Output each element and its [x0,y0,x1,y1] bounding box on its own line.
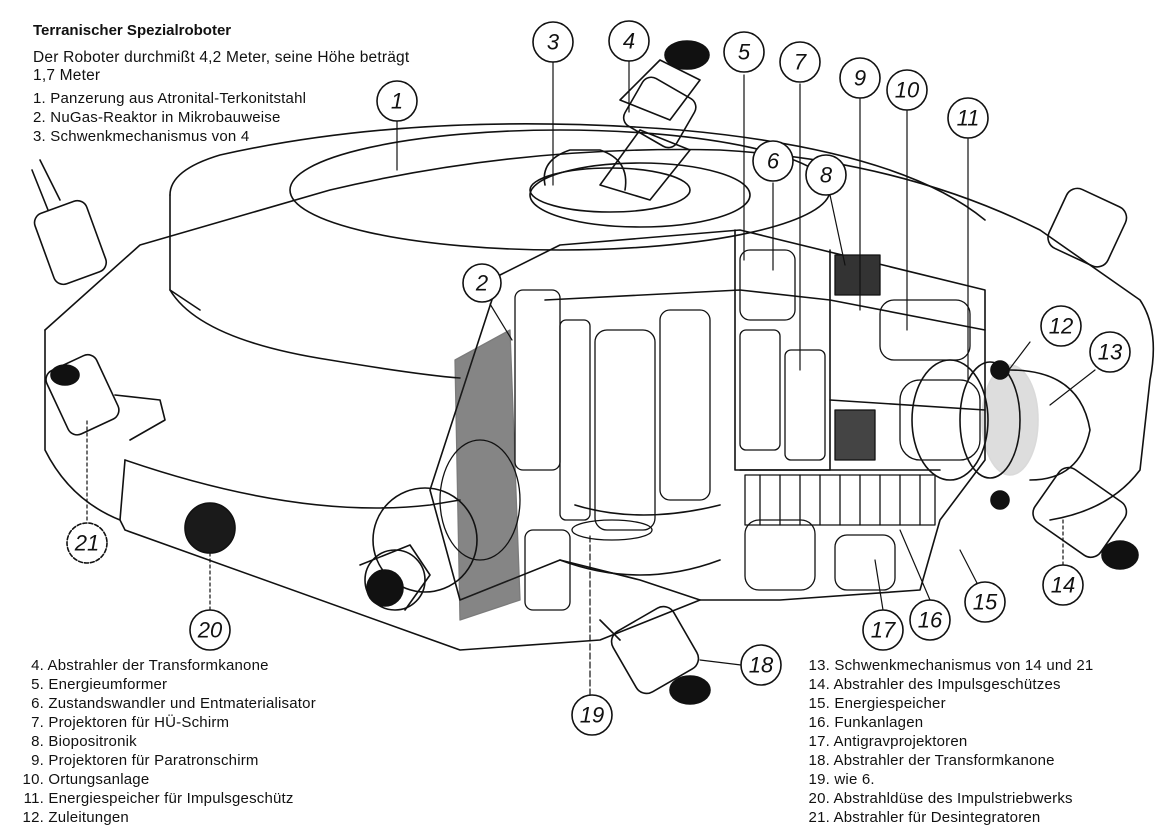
svg-text:12: 12 [1049,314,1073,339]
callout-19: 19 [571,694,613,736]
callout-6: 6 [752,140,794,182]
callout-21: 21 [66,522,108,564]
callout-16: 16 [909,599,951,641]
legend-item: 8. Biopositronik [31,733,137,750]
svg-text:5: 5 [738,40,751,65]
legend-item: 21. Abstrahler für Desintegratoren [808,809,1041,826]
callout-17: 17 [862,609,904,651]
svg-text:11: 11 [957,106,980,131]
svg-text:4: 4 [623,29,635,54]
legend-item: 20. Abstrahldüse des Impulstriebwerks [808,790,1073,807]
legend-item: 17. Antigravprojektoren [808,733,968,750]
callout-14: 14 [1042,564,1084,606]
callout-11: 11 [947,97,989,139]
svg-text:7: 7 [794,50,807,75]
emitter-4 [599,40,710,201]
legend-item: 12. Zuleitungen [22,809,129,826]
emitter-18 [599,605,711,705]
svg-text:2: 2 [475,271,488,296]
emitter-21 [45,353,166,441]
svg-text:17: 17 [871,618,896,643]
legend-item: 10. Ortungsanlage [22,771,150,788]
legend-item: 15. Energiespeicher [808,695,946,712]
legend-item: 19. wie 6. [808,771,875,788]
exhaust-nozzle-20 [184,502,236,554]
legend-item: 2. NuGas-Reaktor in Mikrobauweise [33,109,281,126]
callout-7: 7 [779,41,821,83]
svg-text:6: 6 [767,149,780,174]
svg-text:21: 21 [74,531,99,556]
callout-20: 20 [189,609,231,651]
callout-13: 13 [1089,331,1131,373]
legend-item: 18. Abstrahler der Transformkanone [808,752,1055,769]
svg-text:3: 3 [547,30,560,55]
turret-upper-right [1047,187,1128,268]
legend-item: 6. Zustandswandler und Entmaterialisator [31,695,316,712]
legend-item: 1. Panzerung aus Atronital-Terkonitstahl [33,90,307,107]
emitter-14 [1032,466,1139,570]
callout-5: 5 [723,31,765,73]
legend-item: 13. Schwenkmechanismus von 14 und 21 [808,657,1094,674]
intro-text: Der Roboter durchmißt 4,2 Meter, seine H… [33,49,410,84]
callout-4: 4 [608,20,650,62]
svg-text:13: 13 [1098,340,1123,365]
callout-12: 12 [1040,305,1082,347]
robot-hull [44,123,1155,651]
legend-left: 4. Abstrahler der Transformkanone 5. Ene… [22,656,316,827]
svg-text:16: 16 [918,608,943,633]
legend-item: 4. Abstrahler der Transformkanone [31,657,269,674]
legend-right: 13. Schwenkmechanismus von 14 und 21 14.… [806,656,1094,827]
legend-item: 11. Energiespeicher für Impulsgeschütz [23,790,294,807]
leader-lines [86,59,1096,696]
callout-9: 9 [839,57,881,99]
front-turret [359,487,478,611]
callout-2: 2 [462,263,502,303]
callout-1: 1 [376,80,418,122]
svg-text:14: 14 [1051,573,1075,598]
svg-text:1: 1 [391,89,403,114]
callout-3: 3 [532,21,574,63]
callout-8: 8 [805,154,847,196]
callout-10: 10 [886,69,928,111]
svg-text:10: 10 [895,78,920,103]
svg-text:8: 8 [820,163,833,188]
legend-top: 1. Panzerung aus Atronital-Terkonitstahl… [33,89,306,146]
legend-item: 16. Funkanlagen [808,714,924,731]
legend-item: 9. Projektoren für Paratronschirm [31,752,259,769]
turret-upper-left [31,159,108,286]
callout-15: 15 [964,581,1006,623]
legend-item: 7. Projektoren für HÜ-Schirm [31,714,230,731]
svg-text:20: 20 [197,618,223,643]
legend-item: 14. Abstrahler des Impulsgeschützes [808,676,1061,693]
svg-text:9: 9 [854,66,866,91]
swivel-mechanism-13 [911,359,1091,481]
legend-item: 5. Energieumformer [31,676,168,693]
legend-item: 3. Schwenkmechanismus von 4 [33,128,250,145]
internal-machinery [439,249,981,621]
svg-text:15: 15 [973,590,998,615]
svg-text:19: 19 [580,703,604,728]
svg-text:18: 18 [749,653,774,678]
callout-18: 18 [740,644,782,686]
diagram-title: Terranischer Spezialroboter [33,22,232,39]
